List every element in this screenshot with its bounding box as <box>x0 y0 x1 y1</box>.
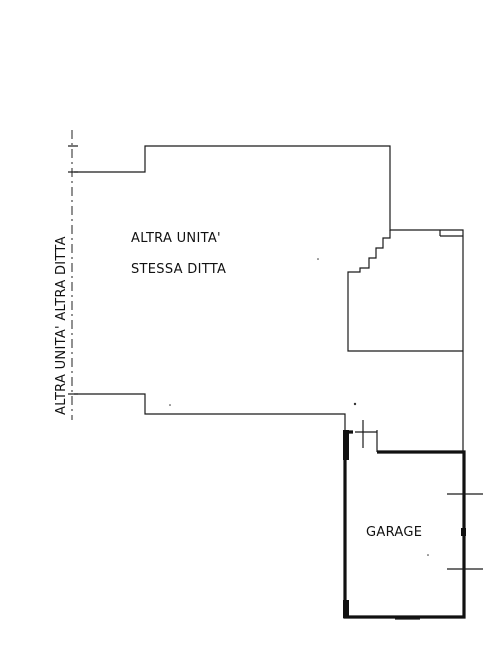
main-unit-label-line1: ALTRA UNITA' <box>131 231 221 246</box>
dot-mark <box>427 554 429 556</box>
garage-pillar-right <box>461 528 466 536</box>
main-unit-outline <box>74 145 464 452</box>
main-unit-bottom-wall <box>74 393 346 432</box>
garage-label: GARAGE <box>366 525 422 540</box>
dot-mark <box>317 258 319 260</box>
main-unit-label-line2: STESSA DITTA <box>131 262 226 277</box>
side-unit-label: ALTRA UNITA' ALTRA DITTA <box>54 236 69 415</box>
garage-pillar-bottom-left <box>343 600 349 618</box>
dot-mark <box>169 404 171 406</box>
dot-mark <box>353 402 357 406</box>
main-unit-step-stair <box>347 230 463 352</box>
garage-pillar-top-left <box>343 430 349 460</box>
